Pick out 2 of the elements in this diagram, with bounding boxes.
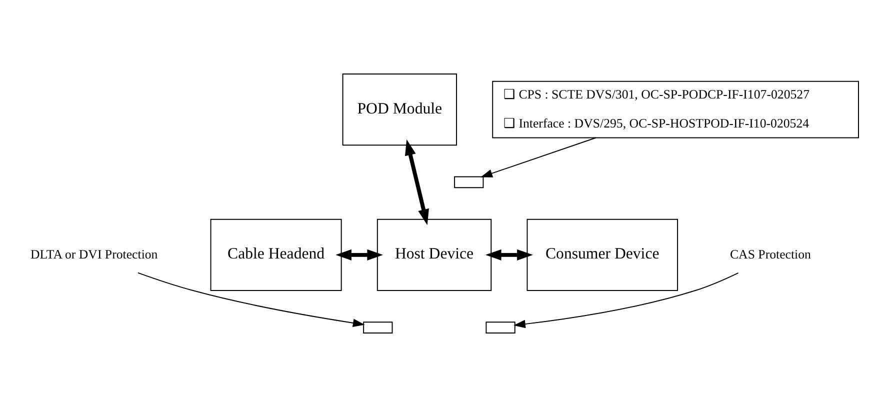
node-text: CAS Protection bbox=[730, 247, 811, 262]
node-text: DLTA or DVI Protection bbox=[30, 247, 158, 262]
